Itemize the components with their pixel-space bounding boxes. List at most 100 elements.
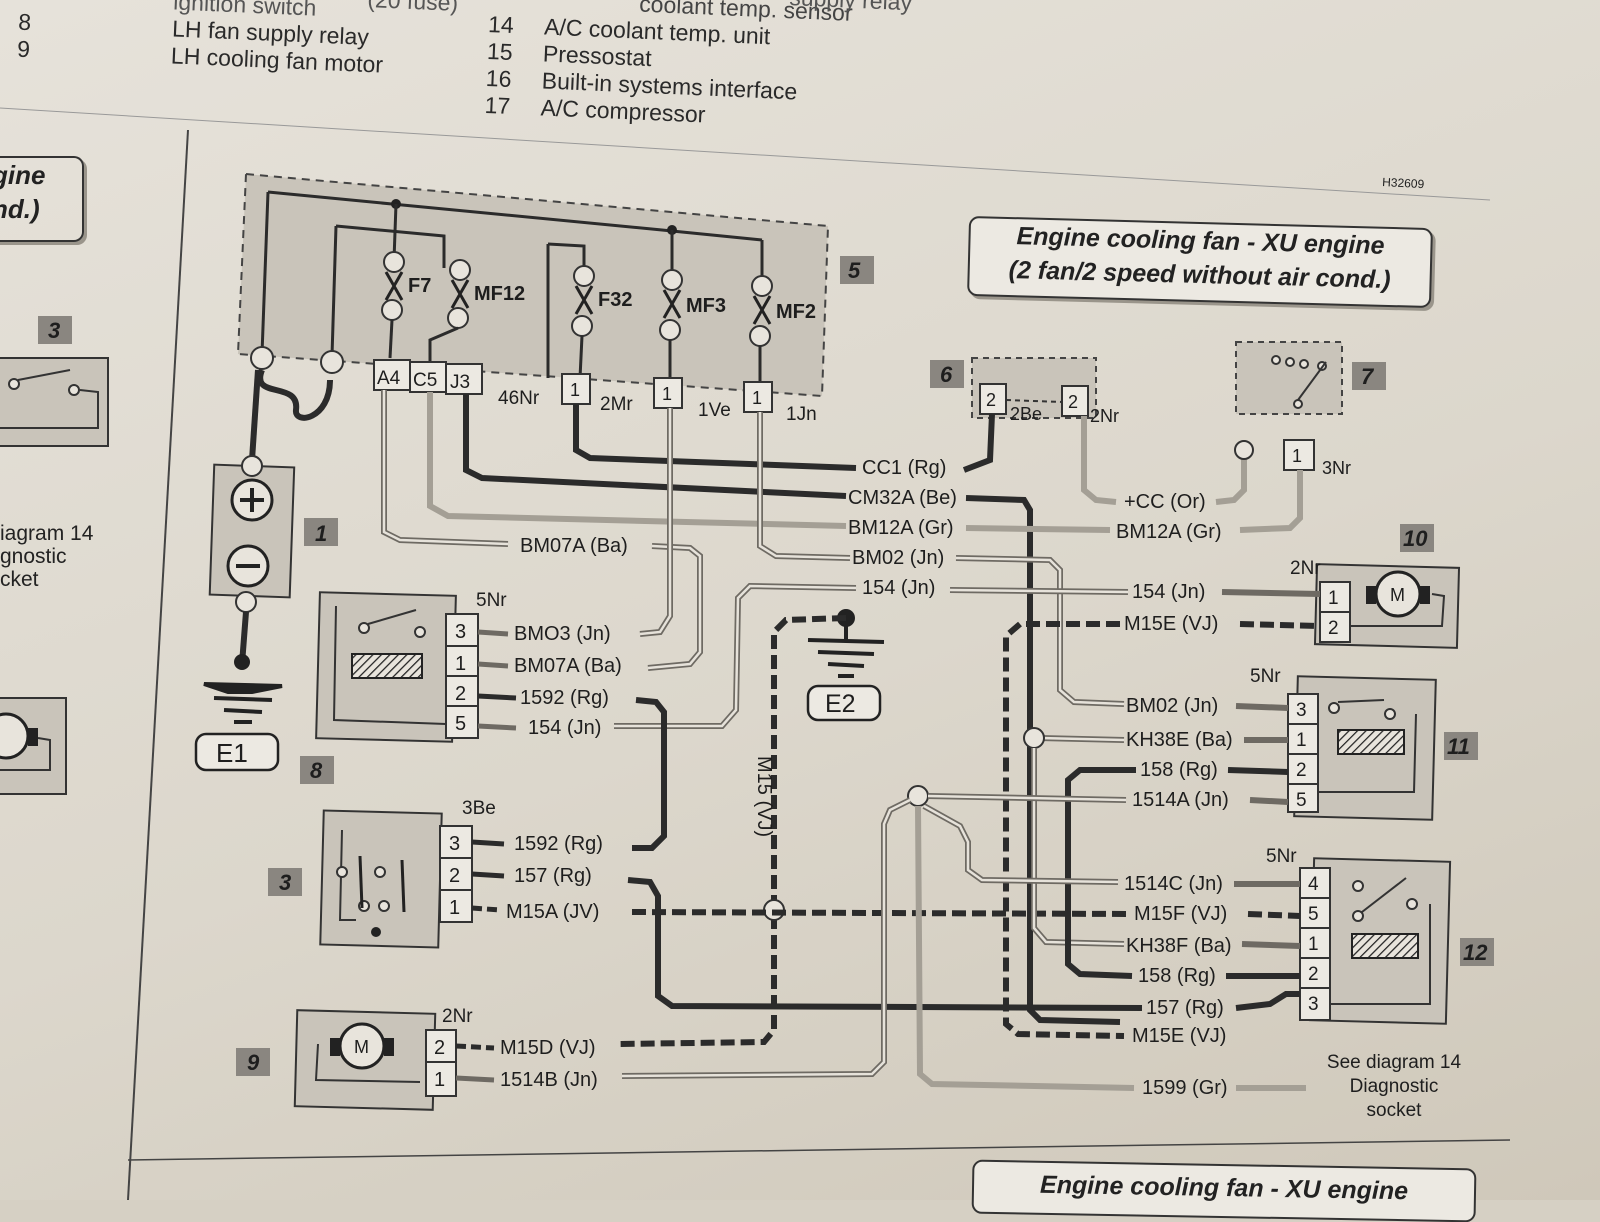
connector-code: 5Nr xyxy=(1250,666,1281,687)
pin-label: 1 xyxy=(570,380,580,400)
relay-8: 3 1 2 5 5Nr xyxy=(315,590,507,743)
component-number-11 xyxy=(1444,732,1478,760)
wire-label: M15E (VJ) xyxy=(1132,1025,1226,1047)
pin-label: 1 xyxy=(1292,446,1302,466)
wire-label: M15 (VJ) xyxy=(753,756,775,837)
pin-label: 3 xyxy=(449,833,460,855)
note-line: Diagnostic xyxy=(1350,1076,1439,1097)
connector-code: 2Be xyxy=(1010,404,1042,424)
terminal-circle xyxy=(250,346,274,370)
wire-label: CC1 (Rg) xyxy=(862,457,946,479)
left-fragment-line: iagram 14 xyxy=(0,522,94,545)
wire-bmo3-core xyxy=(639,408,672,636)
wire-m15e xyxy=(1239,621,1321,629)
wire-code: 46Nr xyxy=(498,388,540,409)
wire-1592 xyxy=(632,697,667,851)
wire-bm02 xyxy=(955,555,1125,707)
pin-label: 1 xyxy=(449,897,460,919)
junction-dot xyxy=(234,654,250,670)
battery-cable xyxy=(257,368,333,421)
component-number-label: 10 xyxy=(1403,526,1428,551)
wire-label: M15F (VJ) xyxy=(1134,903,1227,925)
wire-1514c xyxy=(922,803,1119,885)
pin-label: 2 xyxy=(1068,392,1078,412)
wire-code: 1Ve xyxy=(698,400,731,421)
connector-code: 3Be xyxy=(462,798,496,819)
fuse-label: MF12 xyxy=(474,283,525,305)
wire-m15e xyxy=(1003,621,1125,1039)
wire-bm02 xyxy=(1235,703,1289,711)
see-diagram-note: See diagram 14 Diagnostic socket xyxy=(1327,1052,1462,1121)
wire-label: 1514A (Jn) xyxy=(1132,789,1229,811)
wire-label: BM07A (Ba) xyxy=(520,535,628,557)
wire-label: +CC (Or) xyxy=(1124,491,1206,513)
pin-label: 2 xyxy=(1296,760,1307,781)
wire-bm07a-core xyxy=(382,390,509,546)
motor-symbol: M xyxy=(354,1037,369,1057)
component-number-label: 3 xyxy=(48,318,60,343)
wire-bm02-core xyxy=(758,412,851,560)
wire-labels: CC1 (Rg) CM32A (Be) BM12A (Gr) BM12A (Gr… xyxy=(500,457,1233,1099)
legend-divider xyxy=(0,107,1491,201)
left-fragment-line: cket xyxy=(0,568,39,591)
pin-label: 5 xyxy=(455,713,466,735)
component-number-label: 1 xyxy=(315,521,327,546)
fusebox-bus xyxy=(267,190,763,242)
wire-157 xyxy=(1235,991,1300,1011)
wire-label: CM32A (Be) xyxy=(848,487,957,509)
component-number-10 xyxy=(1400,524,1434,552)
wire-stub xyxy=(471,839,505,847)
connector-code: 5Nr xyxy=(1266,846,1297,867)
pin-label: 2 xyxy=(1308,964,1319,985)
pin-label: 2 xyxy=(455,683,466,705)
left-fragment-line: gnostic xyxy=(0,545,67,568)
splice-circle xyxy=(907,785,929,807)
connector-code: 2Nr xyxy=(442,1006,473,1027)
component-number-label: 3 xyxy=(279,870,291,895)
pin-label: 2 xyxy=(434,1037,445,1059)
wire-1514a-core xyxy=(927,794,1127,802)
component-number-label: 9 xyxy=(247,1050,260,1075)
pin-label: 3 xyxy=(1296,700,1307,721)
wire-1514c-core xyxy=(923,804,1119,884)
pin-label: C5 xyxy=(413,370,437,391)
pressure-switch-7: 1 3Nr xyxy=(1235,341,1351,478)
wire-bm07a xyxy=(647,543,703,671)
wire-bm02 xyxy=(757,412,851,561)
pin-label: 1 xyxy=(455,653,466,675)
ground-symbol-e2: E2 xyxy=(806,609,885,722)
wire-kh38e-core xyxy=(1039,736,1125,742)
relay-12: 4 5 1 2 3 5Nr xyxy=(1266,846,1452,1025)
fuse-F32: F32 xyxy=(571,265,632,379)
wire-154-core xyxy=(949,588,1129,594)
pin-label: 1 xyxy=(1308,934,1319,955)
bottom-rule xyxy=(127,1139,1511,1161)
connector-code: 2Nr xyxy=(1290,558,1321,579)
wire-label: KH38F (Ba) xyxy=(1126,935,1232,957)
pin-label: 5 xyxy=(1308,904,1319,925)
wire-label: 1514C (Jn) xyxy=(1124,873,1223,895)
wire-1514b xyxy=(621,797,912,1079)
note-line: socket xyxy=(1367,1100,1423,1121)
wire-stub xyxy=(477,629,509,637)
wire-label: BM07A (Ba) xyxy=(514,655,622,677)
component-number-label: 5 xyxy=(848,258,861,283)
motor-symbol: M xyxy=(1390,585,1405,605)
fusebox-feed xyxy=(547,242,586,270)
wire-stub xyxy=(471,905,501,913)
wire-158 xyxy=(1227,767,1289,775)
pin-label: J3 xyxy=(450,372,470,393)
wire-label: BM02 (Jn) xyxy=(852,547,944,569)
ground-label: E1 xyxy=(216,738,248,768)
pin-label: 3 xyxy=(1308,994,1319,1015)
pin-label: 1 xyxy=(1296,730,1307,751)
component-number-9 xyxy=(236,1048,270,1076)
component-number-label: 6 xyxy=(940,362,953,387)
wire-stub xyxy=(477,723,517,731)
wire-label: BM12A (Gr) xyxy=(848,517,954,539)
component-number-6 xyxy=(930,360,964,388)
wire-cc1 xyxy=(962,413,995,473)
wire-kh38f xyxy=(1241,941,1301,949)
wire-cm32a xyxy=(463,394,847,499)
